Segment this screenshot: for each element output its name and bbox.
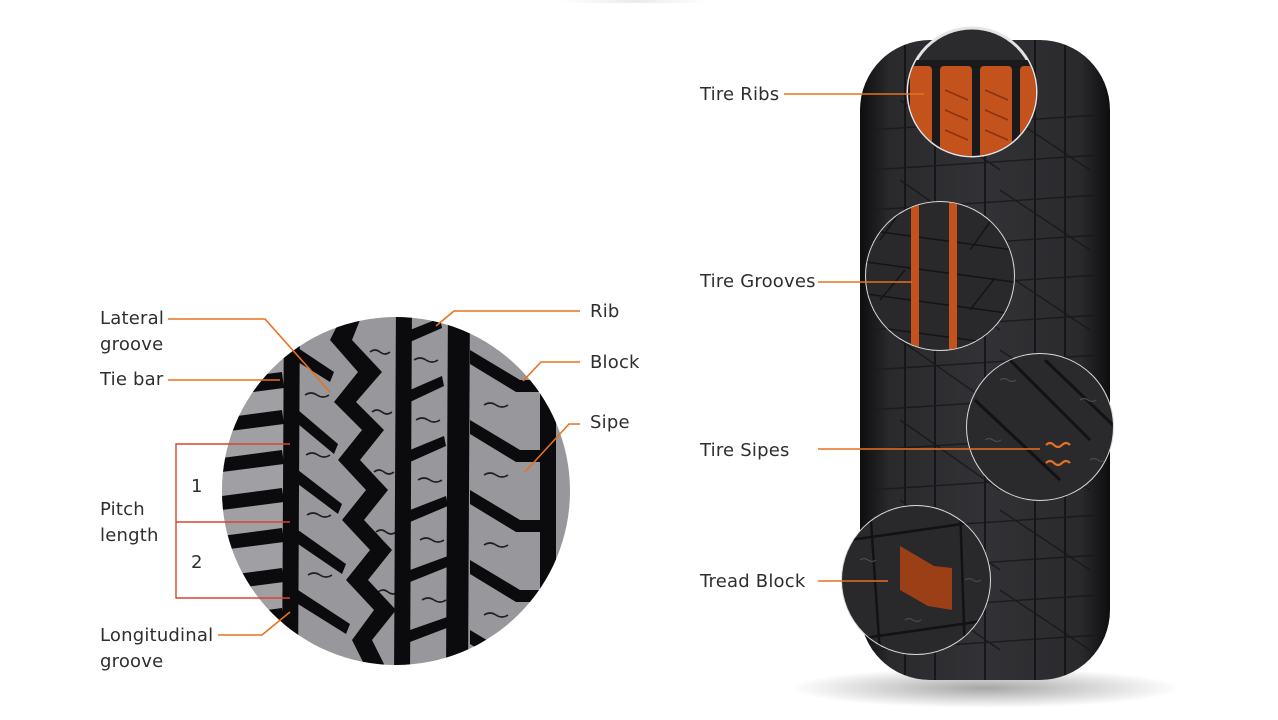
pitch-bracket — [175, 443, 290, 599]
label-tie-bar: Tie bar — [100, 369, 164, 390]
label-longitudinal-groove: Longitudinal groove — [100, 623, 213, 675]
top-divider — [560, 0, 710, 3]
label-tire-grooves: Tire Grooves — [700, 271, 816, 292]
label-longitudinal-groove-line2: groove — [100, 651, 164, 672]
label-tread-block: Tread Block — [700, 571, 806, 592]
label-pitch-length-line1: Pitch — [100, 499, 145, 520]
left-leader-lines — [168, 310, 580, 636]
label-tire-ribs: Tire Ribs — [700, 84, 780, 105]
label-lateral-groove: Lateral groove — [100, 306, 164, 358]
label-pitch-length: Pitch length — [100, 497, 159, 549]
label-block: Block — [590, 352, 640, 373]
right-leader-lines — [784, 93, 1040, 582]
zoom-tire-ribs — [906, 26, 1038, 158]
zoom-tire-sipes — [966, 353, 1114, 501]
label-tire-sipes: Tire Sipes — [700, 440, 790, 461]
label-rib: Rib — [590, 301, 620, 322]
label-lateral-groove-line1: Lateral — [100, 308, 165, 329]
tire-shadow — [790, 668, 1180, 708]
label-pitch-1: 1 — [191, 476, 203, 497]
zoom-tire-grooves — [865, 201, 1015, 351]
label-sipe: Sipe — [590, 412, 630, 433]
label-lateral-groove-line2: groove — [100, 334, 164, 355]
label-pitch-2: 2 — [191, 552, 203, 573]
zoom-tread-block — [841, 505, 991, 655]
label-pitch-length-line2: length — [100, 525, 159, 546]
label-longitudinal-groove-line1: Longitudinal — [100, 625, 214, 646]
tread-closeup-circle — [222, 317, 570, 665]
